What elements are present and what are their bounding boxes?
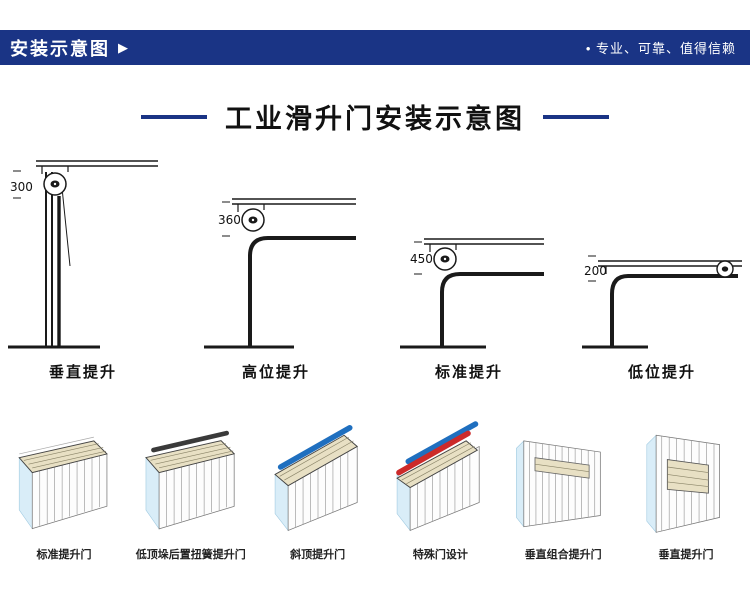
product-label: 垂直提升门: [658, 549, 714, 561]
diagram-label: 垂直提升: [48, 364, 117, 381]
low-lift-track-drawing: 200: [582, 255, 742, 349]
vertical-combined-door-illustration: [516, 440, 601, 528]
red-shaft-tube: [396, 430, 472, 476]
torsion-spring-tube: [150, 430, 229, 453]
door-slats: [150, 443, 234, 469]
door-types-row: 标准提升门 低顶垛后置扭簧提升门 斜顶提升门: [0, 420, 750, 562]
product-label: 斜顶提升门: [290, 549, 346, 561]
title-decor-line-right: [543, 114, 609, 119]
drum-center: [53, 182, 57, 186]
wall-hatch: [529, 441, 596, 526]
dimension-label: 300: [10, 180, 33, 194]
high-lift-track-drawing: 360: [204, 198, 356, 349]
track-lines: [204, 198, 356, 349]
wall-hatch: [294, 452, 348, 528]
diagram-standard-lift: 450 标准提升: [394, 154, 544, 382]
page-title: 工业滑升门安装示意图: [225, 104, 525, 134]
dimension-label: 360: [218, 213, 241, 227]
wall-hatch: [166, 455, 227, 527]
standard-lift-door-illustration: [18, 436, 108, 530]
product-special-door-design: 特殊门设计: [384, 420, 496, 562]
product-standard-lift-door: 标准提升门: [8, 420, 120, 562]
product-vertical-combined-lift-door: 垂直组合提升门: [507, 420, 619, 562]
diagram-label: 标准提升: [434, 364, 503, 381]
track-lines: [8, 160, 158, 349]
wall-hatch: [39, 455, 100, 526]
dimension-label: 450: [410, 252, 433, 266]
hero: 工业滑升门安装示意图: [0, 97, 750, 136]
drum-center: [251, 218, 255, 222]
low-headroom-door-illustration: [144, 430, 235, 530]
door-slats: [667, 466, 709, 487]
door-panel: [396, 440, 479, 489]
dimension-label: 200: [584, 264, 607, 278]
side-face: [646, 434, 657, 534]
product-label: 低顶垛后置扭簧提升门: [135, 549, 246, 561]
product-label: 标准提升门: [36, 549, 92, 561]
product-vertical-lift-door: 垂直提升门: [630, 420, 742, 562]
header-title: 安装示意图: [10, 38, 110, 59]
wall-hatch: [417, 452, 471, 528]
diagram-label: 低位提升: [627, 364, 696, 381]
side-face: [516, 440, 525, 528]
product-label: 特殊门设计: [412, 549, 468, 561]
roller-hub: [721, 266, 729, 272]
door-panel: [273, 434, 358, 487]
blue-shaft-tube: [405, 421, 479, 465]
lift-diagrams-row: 300 垂直提升 360 高位提升: [0, 154, 750, 382]
vertical-lift-track-drawing: 300: [8, 160, 158, 349]
diagram-label: 高位提升: [241, 364, 310, 381]
header-left: 安装示意图 ▶: [10, 35, 128, 61]
header-tagline: • 专业、可靠、值得信赖: [585, 41, 736, 56]
diagram-low-lift: 200 低位提升: [582, 154, 742, 382]
door-slats: [23, 443, 107, 469]
sloped-roof-door-illustration: [273, 424, 358, 532]
track-line: [19, 436, 94, 455]
door-panel: [666, 459, 709, 494]
door-slats: [279, 436, 354, 481]
door-slats: [401, 442, 476, 485]
special-door-illustration: [396, 421, 480, 532]
door-slats: [535, 463, 590, 472]
diagram-vertical-lift: 300 垂直提升: [8, 154, 158, 382]
product-sloped-roof-door: 斜顶提升门: [262, 420, 374, 562]
product-low-headroom-rear-spring-door: 低顶垛后置扭簧提升门: [131, 420, 251, 562]
standard-lift-track-drawing: 450: [400, 238, 544, 349]
blue-shaft-tube: [277, 424, 353, 470]
vertical-lift-door-illustration: [646, 434, 720, 534]
title-decor-line-left: [141, 114, 207, 119]
play-arrow-icon: ▶: [118, 40, 128, 55]
product-label: 垂直组合提升门: [524, 549, 602, 561]
header-bar: 安装示意图 ▶ • 专业、可靠、值得信赖: [0, 30, 750, 65]
track-lines: [400, 238, 544, 349]
diagram-high-lift: 360 高位提升: [196, 154, 356, 382]
drum-center: [443, 257, 447, 261]
top-strip: [0, 0, 750, 30]
